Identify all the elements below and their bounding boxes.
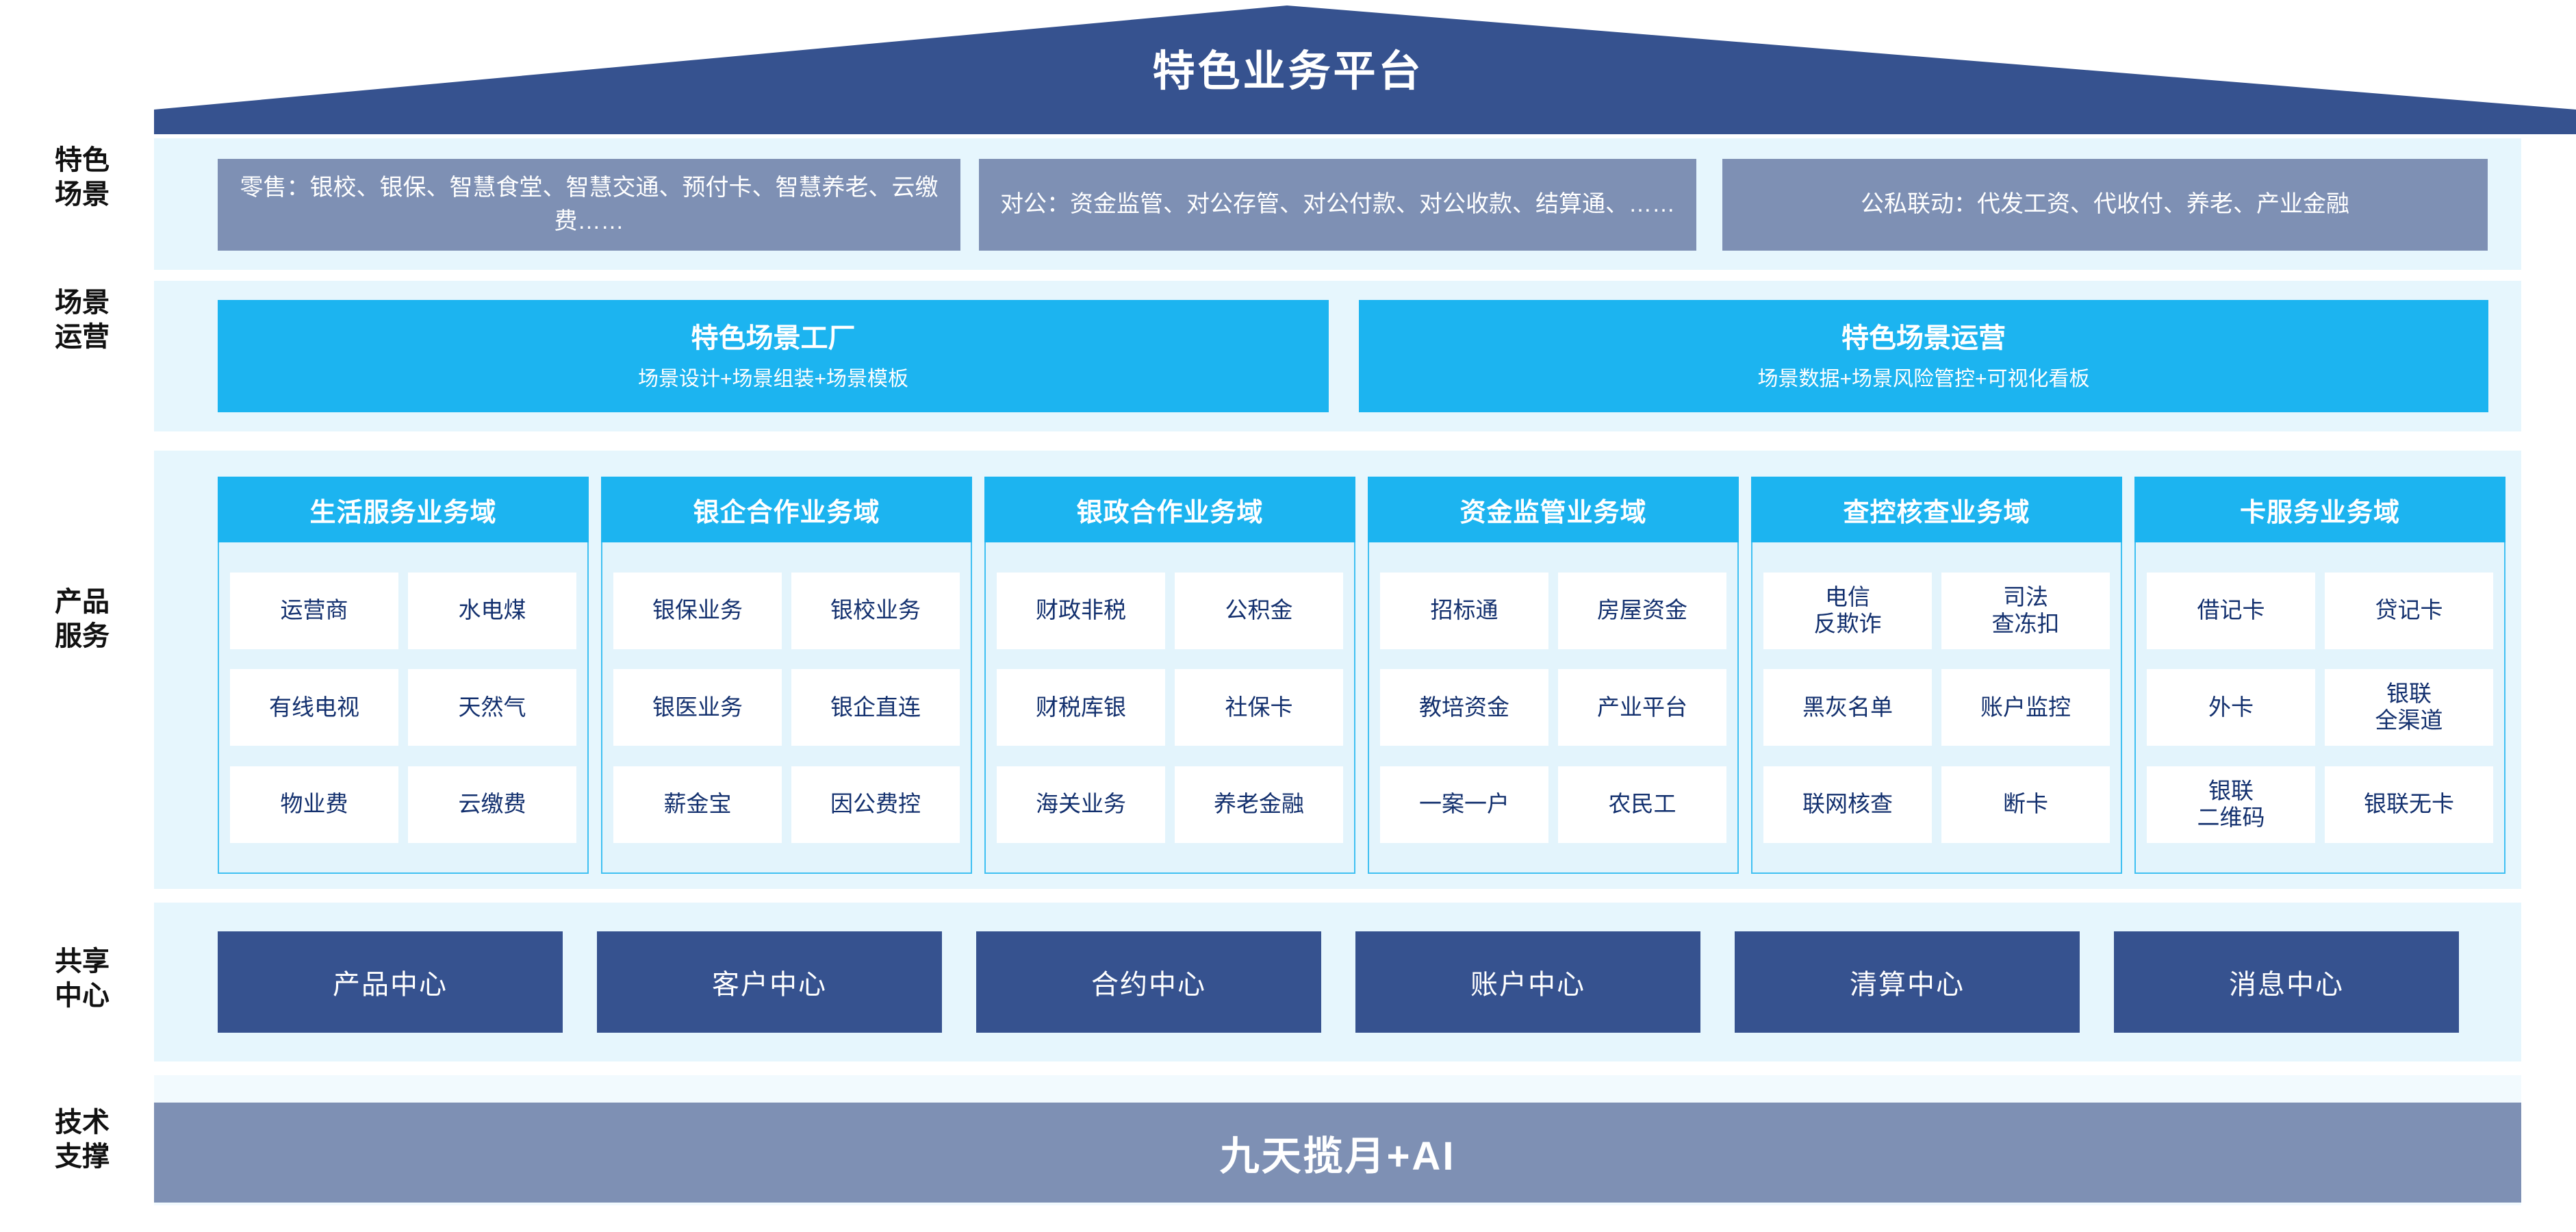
domain-cell[interactable]: 银保业务 [613, 572, 782, 649]
domain-cell[interactable]: 财政非税 [997, 572, 1165, 649]
domain-cell[interactable]: 有线电视 [230, 669, 398, 746]
domain-cells: 银保业务 银校业务 银医业务 银企直连 薪金宝 因公费控 [601, 542, 972, 874]
shared-center-account[interactable]: 账户中心 [1355, 931, 1700, 1033]
domain-row: 借记卡 贷记卡 [2147, 572, 2493, 649]
domain-cell[interactable]: 联网核查 [1763, 766, 1932, 843]
operation-operations-subtitle: 场景数据+场景风险管控+可视化看板 [1757, 367, 2090, 390]
domain-cell[interactable]: 一案一户 [1380, 766, 1548, 843]
domain-cell[interactable]: 农民工 [1558, 766, 1726, 843]
domain-card-fund-supervision[interactable]: 资金监管业务域 招标通 房屋资金 教培资金 产业平台 一案一户 农民工 [1368, 477, 1739, 874]
domain-row: 银联 二维码 银联无卡 [2147, 766, 2493, 843]
domain-card-life-services[interactable]: 生活服务业务域 运营商 水电煤 有线电视 天然气 物业费 云缴费 [218, 477, 589, 874]
row-label-tech: 技术 支撑 [55, 1107, 110, 1172]
domain-row: 财政非税 公积金 [997, 572, 1343, 649]
shared-center-clearing[interactable]: 清算中心 [1735, 931, 2080, 1033]
domain-row: 外卡 银联 全渠道 [2147, 669, 2493, 746]
domain-cell[interactable]: 运营商 [230, 572, 398, 649]
domain-row: 招标通 房屋资金 [1380, 572, 1726, 649]
domain-cell[interactable]: 薪金宝 [613, 766, 782, 843]
row-label-shared: 共享 中心 [55, 946, 110, 1011]
domain-cell[interactable]: 借记卡 [2147, 572, 2315, 649]
domain-cell[interactable]: 银医业务 [613, 669, 782, 746]
domain-card-card-services[interactable]: 卡服务业务域 借记卡 贷记卡 外卡 银联 全渠道 银联 二维码 银联无卡 [2134, 477, 2505, 874]
domain-title: 银企合作业务域 [601, 477, 972, 542]
row-label-product: 产品 服务 [55, 587, 110, 651]
domain-row: 薪金宝 因公费控 [613, 766, 960, 843]
domain-cell[interactable]: 电信 反欺诈 [1763, 572, 1932, 649]
domain-row: 财税库银 社保卡 [997, 669, 1343, 746]
row-label-operation: 场景 运营 [55, 288, 110, 352]
domain-title: 银政合作业务域 [984, 477, 1355, 542]
tech-support-bar[interactable]: 九天揽月+AI [154, 1103, 2521, 1203]
domain-row: 银医业务 银企直连 [613, 669, 960, 746]
domain-row: 海关业务 养老金融 [997, 766, 1343, 843]
domain-cell[interactable]: 社保卡 [1175, 669, 1343, 746]
scenario-box-linkage[interactable]: 公私联动：代发工资、代收付、养老、产业金融 [1722, 159, 2488, 251]
domain-cell[interactable]: 产业平台 [1558, 669, 1726, 746]
shared-center-contract[interactable]: 合约中心 [976, 931, 1321, 1033]
domain-row: 黑灰名单 账户监控 [1763, 669, 2110, 746]
domain-cell[interactable]: 司法 查冻扣 [1941, 572, 2110, 649]
domain-cells: 电信 反欺诈 司法 查冻扣 黑灰名单 账户监控 联网核查 断卡 [1751, 542, 2122, 874]
domain-cell[interactable]: 银校业务 [791, 572, 960, 649]
operation-box-operations[interactable]: 特色场景运营 场景数据+场景风险管控+可视化看板 [1359, 300, 2488, 412]
domain-cell[interactable]: 招标通 [1380, 572, 1548, 649]
domain-cells: 借记卡 贷记卡 外卡 银联 全渠道 银联 二维码 银联无卡 [2134, 542, 2505, 874]
operation-factory-title: 特色场景工厂 [691, 323, 856, 353]
domain-row: 一案一户 农民工 [1380, 766, 1726, 843]
domain-cell[interactable]: 黑灰名单 [1763, 669, 1932, 746]
domain-cell[interactable]: 教培资金 [1380, 669, 1548, 746]
domain-row: 联网核查 断卡 [1763, 766, 2110, 843]
domain-cell[interactable]: 贷记卡 [2325, 572, 2493, 649]
domain-card-bank-government[interactable]: 银政合作业务域 财政非税 公积金 财税库银 社保卡 海关业务 养老金融 [984, 477, 1355, 874]
domain-cell[interactable]: 公积金 [1175, 572, 1343, 649]
domain-cells: 运营商 水电煤 有线电视 天然气 物业费 云缴费 [218, 542, 589, 874]
domain-row: 教培资金 产业平台 [1380, 669, 1726, 746]
domain-card-investigation[interactable]: 查控核查业务域 电信 反欺诈 司法 查冻扣 黑灰名单 账户监控 联网核查 断卡 [1751, 477, 2122, 874]
domain-cell[interactable]: 海关业务 [997, 766, 1165, 843]
domain-card-bank-enterprise[interactable]: 银企合作业务域 银保业务 银校业务 银医业务 银企直连 薪金宝 因公费控 [601, 477, 972, 874]
domain-cell[interactable]: 天然气 [408, 669, 576, 746]
domain-title: 查控核查业务域 [1751, 477, 2122, 542]
domain-title: 卡服务业务域 [2134, 477, 2505, 542]
domain-cell[interactable]: 银联无卡 [2325, 766, 2493, 843]
shared-center-message[interactable]: 消息中心 [2114, 931, 2459, 1033]
domain-row: 有线电视 天然气 [230, 669, 576, 746]
operation-operations-title: 特色场景运营 [1841, 323, 2006, 353]
domain-cell[interactable]: 养老金融 [1175, 766, 1343, 843]
domain-row: 电信 反欺诈 司法 查冻扣 [1763, 572, 2110, 649]
domain-cells: 财政非税 公积金 财税库银 社保卡 海关业务 养老金融 [984, 542, 1355, 874]
row-label-scenario: 特色 场景 [55, 145, 110, 210]
operation-box-factory[interactable]: 特色场景工厂 场景设计+场景组装+场景模板 [218, 300, 1329, 412]
domain-row: 运营商 水电煤 [230, 572, 576, 649]
domain-row: 物业费 云缴费 [230, 766, 576, 843]
domain-row: 银保业务 银校业务 [613, 572, 960, 649]
domain-cell[interactable]: 断卡 [1941, 766, 2110, 843]
domain-cell[interactable]: 水电煤 [408, 572, 576, 649]
domain-cell[interactable]: 账户监控 [1941, 669, 2110, 746]
domain-cell[interactable]: 因公费控 [791, 766, 960, 843]
shared-center-customer[interactable]: 客户中心 [597, 931, 942, 1033]
platform-roof: 特色业务平台 [0, 0, 2576, 137]
page-title: 特色业务平台 [1152, 48, 1424, 95]
domain-cell[interactable]: 银企直连 [791, 669, 960, 746]
domain-cell[interactable]: 银联 全渠道 [2325, 669, 2493, 746]
domain-cell[interactable]: 财税库银 [997, 669, 1165, 746]
domain-cell[interactable]: 银联 二维码 [2147, 766, 2315, 843]
domain-cell[interactable]: 云缴费 [408, 766, 576, 843]
scenario-box-corporate[interactable]: 对公：资金监管、对公存管、对公付款、对公收款、结算通、…… [979, 159, 1696, 251]
domain-cell[interactable]: 房屋资金 [1558, 572, 1726, 649]
domain-title: 资金监管业务域 [1368, 477, 1739, 542]
operation-factory-subtitle: 场景设计+场景组装+场景模板 [637, 367, 909, 390]
domain-cell[interactable]: 物业费 [230, 766, 398, 843]
domain-title: 生活服务业务域 [218, 477, 589, 542]
shared-center-product[interactable]: 产品中心 [218, 931, 563, 1033]
domain-cell[interactable]: 外卡 [2147, 669, 2315, 746]
scenario-box-retail[interactable]: 零售：银校、银保、智慧食堂、智慧交通、预付卡、智慧养老、云缴费…… [218, 159, 960, 251]
domain-cells: 招标通 房屋资金 教培资金 产业平台 一案一户 农民工 [1368, 542, 1739, 874]
roof-shape [154, 5, 2576, 134]
